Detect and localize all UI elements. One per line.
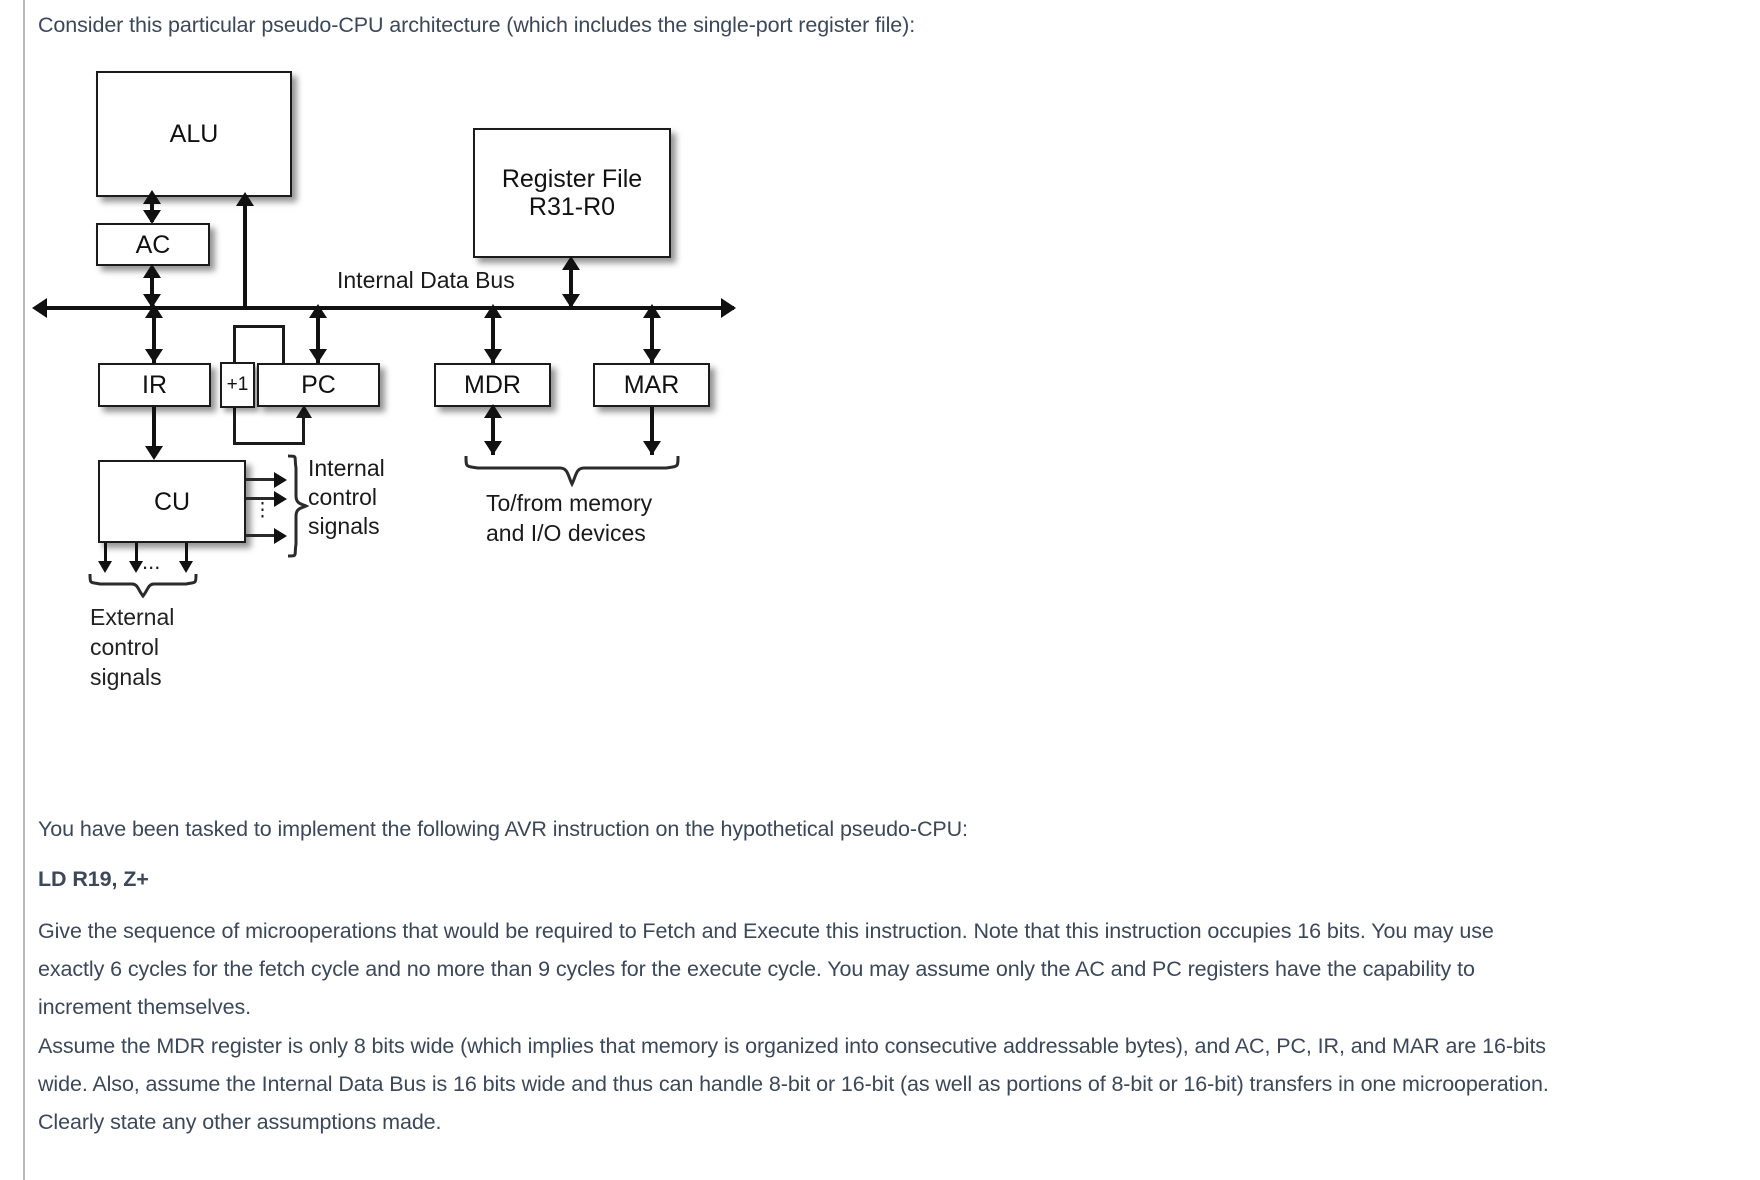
pc-loop-top [233, 325, 285, 328]
brace-internal-control [287, 454, 310, 558]
brace-memory [464, 455, 680, 488]
block-ac: AC [96, 223, 210, 266]
label-memory-io: To/from memory and I/O devices [486, 490, 653, 546]
connector-bus-mdr [491, 308, 495, 363]
arrowhead-ir-cu [145, 446, 163, 460]
block-alu: ALU [96, 71, 292, 197]
block-ir-label: IR [142, 371, 167, 399]
connector-ac-bus [150, 268, 154, 308]
block-pc-label: PC [301, 371, 336, 399]
pseudo-cpu-diagram: ALU AC Register File R31-R0 [0, 50, 800, 710]
arrowhead-mar-memory-down [643, 441, 661, 455]
block-mdr-label: MDR [464, 371, 521, 399]
arrowhead-alu-ac-down [143, 210, 161, 224]
arrowhead-bus-mdr-down [484, 349, 502, 363]
arrowhead-mdr-memory-up [484, 404, 502, 418]
arrowhead-regfile-bus-down [562, 294, 580, 308]
connector-regfile-bus [569, 262, 573, 308]
block-pc: PC [257, 363, 380, 407]
tasked-paragraph: You have been tasked to implement the fo… [38, 817, 968, 841]
brace-external-control [88, 573, 198, 599]
pc-loop-up-left [233, 325, 236, 363]
arrowhead-alu-ac-up [143, 190, 161, 204]
block-ac-label: AC [135, 230, 171, 259]
give-paragraph: Give the sequence of microoperations tha… [38, 919, 1494, 1019]
cu-out-ellipsis-icon: ⋮ [253, 500, 272, 521]
cu-out-line-1 [246, 478, 276, 481]
internal-data-bus-arrow-right [721, 298, 736, 318]
block-cu-label: CU [153, 487, 191, 516]
block-mar-label: MAR [623, 371, 680, 399]
connector-mar-memory [650, 407, 654, 455]
connector-bus-alu [243, 202, 247, 310]
arrowhead-bus-ir-up [145, 304, 163, 318]
block-alu-label: ALU [169, 120, 219, 148]
arrowhead-bus-alu-up [236, 192, 254, 206]
label-external-control-signals: External control signals [90, 604, 175, 690]
cu-ext-arrow-1 [98, 561, 112, 573]
connector-mdr-memory [491, 407, 495, 455]
connector-bus-mar [650, 308, 654, 363]
arrowhead-mdr-memory-down [484, 441, 502, 455]
arrowhead-bus-ir-down [145, 349, 163, 363]
cu-out-line-2 [246, 497, 276, 500]
arrowhead-bus-mar-up [643, 304, 661, 318]
arrowhead-regfile-bus-up [562, 256, 580, 270]
pc-loop-lower-right [302, 416, 305, 444]
connector-bus-pc [316, 308, 320, 363]
cu-out-line-3 [246, 534, 276, 537]
cu-ext-line-3 [185, 543, 188, 565]
block-register-file-label-2: R31-R0 [528, 193, 616, 221]
cu-ext-arrow-2 [129, 561, 143, 573]
arrowhead-bus-pc-down [309, 349, 327, 363]
block-ir: IR [98, 363, 211, 407]
pc-loop-bottom [233, 442, 305, 445]
cu-ext-ellipsis-icon: ... [142, 549, 161, 574]
block-mar: MAR [593, 363, 710, 407]
block-cu: CU [98, 460, 246, 543]
block-mdr: MDR [434, 363, 551, 407]
label-internal-control-signals: Internal control signals [308, 455, 385, 539]
left-margin-rule [23, 0, 25, 1180]
pc-loop-lower-left [233, 408, 236, 445]
arrowhead-bus-mdr-up [484, 304, 502, 318]
cu-out-arrow-3 [274, 528, 287, 544]
arrowhead-ac-bus-up [143, 264, 161, 278]
block-incrementer: +1 [220, 362, 255, 408]
cu-ext-line-1 [104, 543, 107, 565]
assume-paragraph: Assume the MDR register is only 8 bits w… [38, 1034, 1549, 1134]
cu-ext-line-2 [135, 543, 138, 565]
internal-data-bus-arrow-left [32, 298, 47, 318]
pc-loop-down-right [282, 325, 285, 363]
block-register-file-label-1: Register File [501, 165, 643, 193]
arrowhead-incr-to-pc [296, 405, 312, 418]
arrowhead-bus-pc-up [309, 304, 327, 318]
internal-data-bus-line [44, 306, 734, 310]
intro-paragraph: Consider this particular pseudo-CPU arch… [38, 13, 916, 37]
instruction-text: LD R19, Z+ [38, 867, 149, 891]
cu-ext-arrow-3 [179, 561, 193, 573]
block-register-file: Register File R31-R0 [473, 128, 671, 258]
internal-data-bus-label: Internal Data Bus [337, 267, 515, 293]
connector-ir-cu [152, 407, 156, 453]
cu-out-arrow-2 [274, 491, 287, 507]
cu-out-arrow-1 [274, 472, 287, 488]
connector-bus-ir [152, 308, 156, 363]
block-incrementer-label: +1 [226, 374, 249, 396]
arrowhead-bus-mar-down [643, 349, 661, 363]
